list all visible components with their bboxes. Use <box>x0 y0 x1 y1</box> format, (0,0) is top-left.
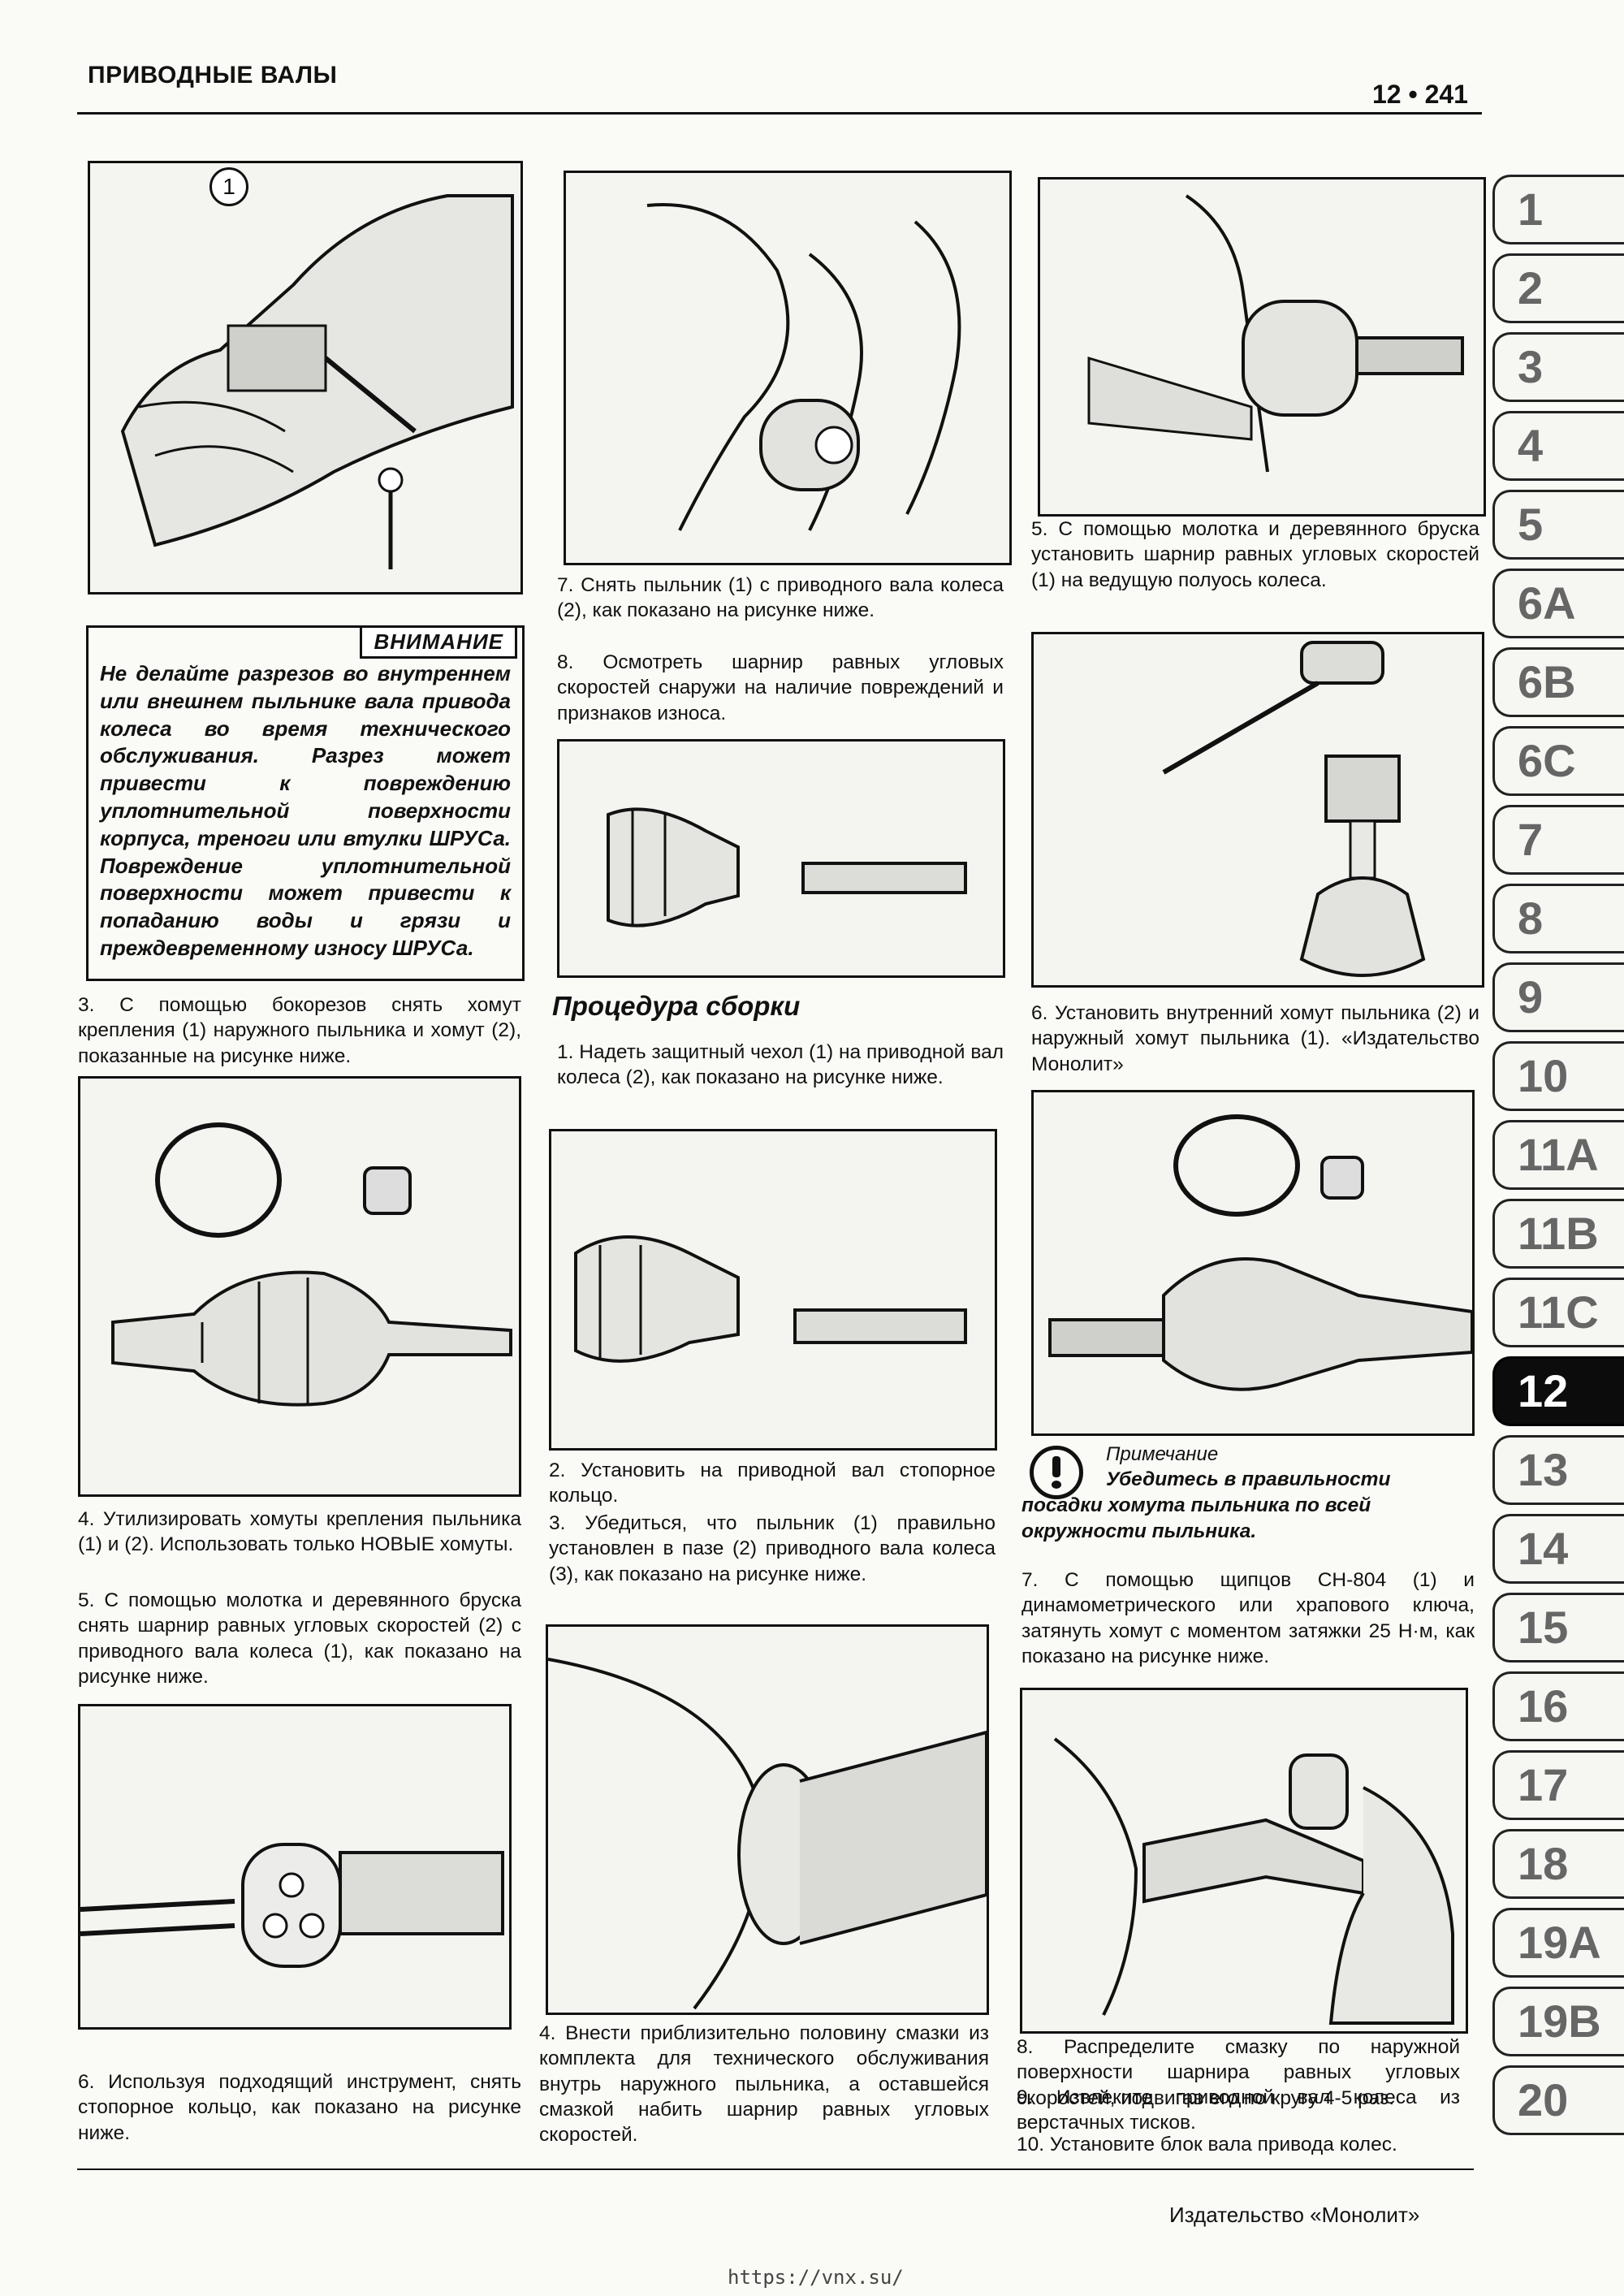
figure-clamps <box>78 1076 521 1497</box>
tab-1[interactable]: 1 <box>1492 175 1624 244</box>
section-title: ПРИВОДНЫЕ ВАЛЫ <box>88 62 338 89</box>
warning-box: ВНИМАНИЕ Не делайте разрезов во внутренн… <box>86 625 525 981</box>
tab-14[interactable]: 14 <box>1492 1514 1624 1584</box>
step-3: 3. С помощью бокорезов снять хомут крепл… <box>78 994 521 1067</box>
tab-6c[interactable]: 6C <box>1492 726 1624 796</box>
tab-2[interactable]: 2 <box>1492 253 1624 323</box>
tab-15[interactable]: 15 <box>1492 1593 1624 1663</box>
tab-3[interactable]: 3 <box>1492 332 1624 402</box>
figure-cv-install-top <box>1038 177 1486 517</box>
tab-8[interactable]: 8 <box>1492 884 1624 953</box>
step-5: 5. С помощью молотка и деревянного бруск… <box>78 1589 521 1688</box>
assembly-step-6: 6. Установить внутренний хомут пыльника … <box>1031 1002 1479 1075</box>
assembly-step-3: 3. Убедиться, что пыльник (1) правильно … <box>549 1512 996 1585</box>
publisher-credit: Издательство «Монолит» <box>1169 2203 1420 2227</box>
page-number: 12 • 241 <box>1372 80 1468 109</box>
tab-4[interactable]: 4 <box>1492 411 1624 481</box>
tab-18[interactable]: 18 <box>1492 1829 1624 1899</box>
tab-19b[interactable]: 19B <box>1492 1987 1624 2056</box>
note-icon <box>1030 1446 1083 1499</box>
assembly-step-8: 8. Распределите смазку по наружной повер… <box>1017 2036 1460 2109</box>
disassembly-step-7: 7. Снять пыльник (1) с приводного вала к… <box>557 574 1004 622</box>
tab-7[interactable]: 7 <box>1492 805 1624 875</box>
tab-11a[interactable]: 11A <box>1492 1120 1624 1190</box>
assembly-step-10: 10. Установите блок вала привода колес. <box>1017 2134 1397 2155</box>
assembly-step-9: 9. Извлеките приводной вал колеса из вер… <box>1017 2086 1460 2134</box>
assembly-step-5: 5. С помощью молотка и деревянного бруск… <box>1031 518 1479 591</box>
tab-6b[interactable]: 6B <box>1492 647 1624 717</box>
assembly-step-4: 4. Внести приблизительно половину смазки… <box>539 2022 989 2147</box>
figure-protective-cover <box>549 1129 997 1451</box>
source-url[interactable]: https://vnx.su/ <box>728 2266 904 2289</box>
footer-rule <box>77 2168 1474 2170</box>
tab-5[interactable]: 5 <box>1492 490 1624 560</box>
note-title: Примечание <box>1106 1443 1219 1465</box>
assembly-step-2: 2. Установить на приводной вал стопорное… <box>549 1459 996 1507</box>
assembly-heading: Процедура сборки <box>552 991 801 1021</box>
figure-clamps-install <box>1031 1090 1475 1436</box>
step-6: 6. Используя подходящий инструмент, снят… <box>78 2071 521 2144</box>
callout-1: 1 <box>209 167 248 206</box>
disassembly-step-8: 8. Осмотреть шарнир равных угловых скоро… <box>557 651 1004 724</box>
figure-outer-boot-joint <box>88 161 523 595</box>
figure-clamp-tightening <box>1020 1688 1468 2034</box>
tab-9[interactable]: 9 <box>1492 962 1624 1032</box>
figure-hammer-install <box>1031 632 1484 988</box>
header-rule <box>77 112 1482 115</box>
warning-text: Не делайте разрезов во внутреннем или вн… <box>100 661 511 960</box>
tab-6a[interactable]: 6A <box>1492 569 1624 638</box>
figure-boot-removal <box>564 171 1012 565</box>
figure-boot-groove <box>546 1624 989 2015</box>
figure-cv-joint-removal <box>78 1704 512 2030</box>
tab-11b[interactable]: 11B <box>1492 1199 1624 1269</box>
warning-tag: ВНИМАНИЕ <box>360 625 517 659</box>
note-text: Убедитесь в правильности посадки хомута … <box>1021 1468 1391 1542</box>
tab-13[interactable]: 13 <box>1492 1435 1624 1505</box>
tab-17[interactable]: 17 <box>1492 1750 1624 1820</box>
tab-20[interactable]: 20 <box>1492 2065 1624 2135</box>
tab-16[interactable]: 16 <box>1492 1671 1624 1741</box>
tab-19a[interactable]: 19A <box>1492 1908 1624 1978</box>
tab-11c[interactable]: 11C <box>1492 1278 1624 1347</box>
step-4: 4. Утилизировать хомуты крепления пыльни… <box>78 1508 521 1556</box>
tab-10[interactable]: 10 <box>1492 1041 1624 1111</box>
figure-boot-on-shaft <box>557 739 1005 978</box>
tab-12[interactable]: 12 <box>1492 1356 1624 1426</box>
assembly-step-1: 1. Надеть защитный чехол (1) на приводно… <box>557 1041 1004 1089</box>
assembly-step-7: 7. С помощью щипцов CH-804 (1) и динамом… <box>1021 1569 1475 1668</box>
